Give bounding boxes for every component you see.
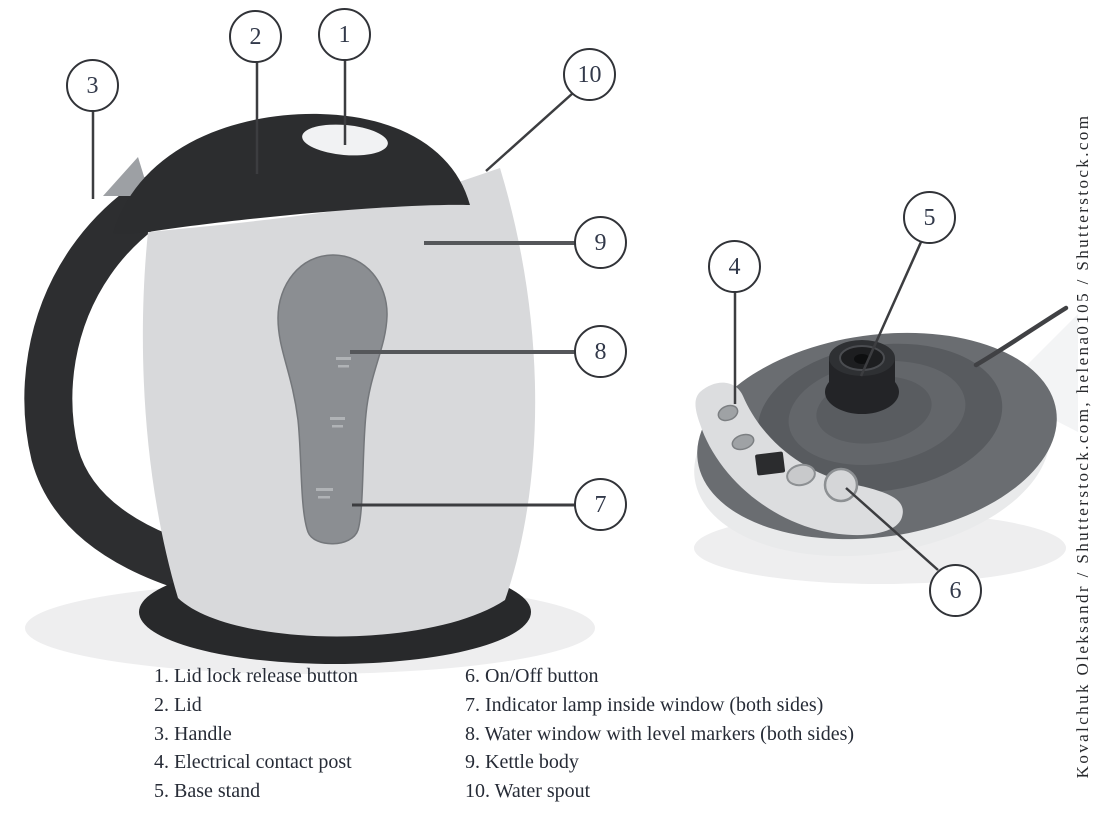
base-button-small-2 [731,433,755,451]
callout-7: 7 [574,478,627,531]
legend-item-3: 3. Handle [154,722,232,745]
legend-column-left: 1. Lid lock release button 2. Lid 3. Han… [154,662,358,806]
callout-4: 4 [708,240,761,293]
base-display [755,451,786,476]
legend-item-2: 2. Lid [154,693,202,716]
base-buttons [717,404,859,503]
leader-lines [91,60,939,571]
leader-line-10 [485,92,574,172]
leader-line-6 [845,487,939,571]
water-level-markers [316,357,351,499]
legend-item-10: 10. Water spout [465,780,591,803]
legend-item-7: 7. Indicator lamp inside window (both si… [465,693,824,716]
legend-item-4: 4. Electrical contact post [154,751,352,774]
callout-3: 3 [66,59,119,112]
legend-item-5: 5. Base stand [154,780,261,803]
callout-10: 10 [563,48,616,101]
callout-1: 1 [318,8,371,61]
base-button-ring [786,463,816,487]
table-highlight [1000,314,1078,432]
kettle-illustration [24,113,595,674]
callout-9: 9 [574,216,627,269]
water-window [277,254,388,545]
callout-2: 2 [229,10,282,63]
legend-column-right: 6. On/Off button 7. Indicator lamp insid… [465,662,854,806]
callout-5: 5 [903,191,956,244]
leader-line-5 [859,241,923,377]
legend-item-8: 8. Water window with level markers (both… [465,722,855,745]
base-button-small-1 [717,404,739,422]
legend-item-6: 6. On/Off button [465,665,599,687]
callout-6: 6 [929,564,982,617]
legend-item-1: 1. Lid lock release button [154,665,358,687]
photo-credit: Kovalchuk Oleksandr / Shutterstock.com, … [1073,113,1092,779]
callout-8: 8 [574,325,627,378]
base-stand-illustration [694,305,1078,584]
contact-post [825,340,899,414]
power-cord [973,305,1069,368]
legend-item-9: 9. Kettle body [465,751,579,774]
on-off-button [823,467,859,503]
